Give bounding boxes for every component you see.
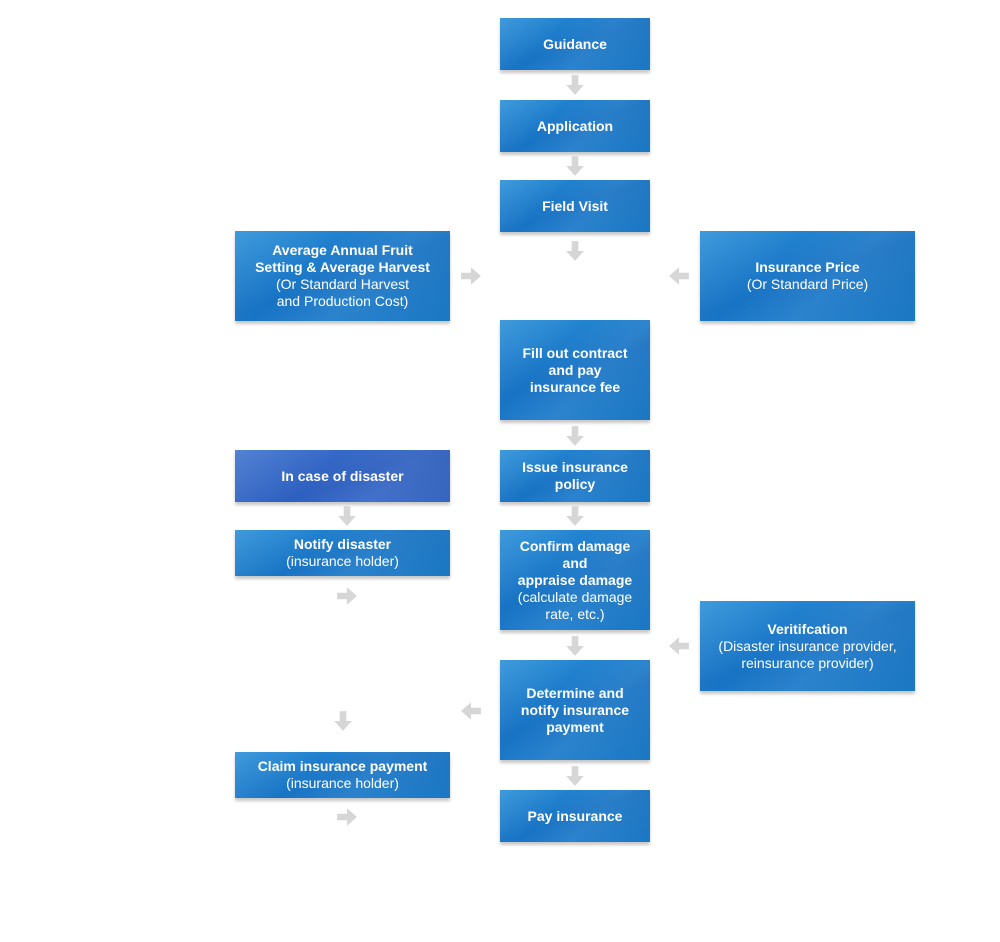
confirm-damage-line1: Confirm damage and: [519, 537, 631, 571]
step-confirm-damage: Confirm damage and appraise damage (calc…: [500, 530, 650, 630]
step-notify-disaster: Notify disaster (insurance holder): [235, 530, 450, 576]
pay-insurance-title: Pay insurance: [527, 807, 623, 824]
avg-fruit-title-line1: Average Annual Fruit: [272, 242, 413, 258]
step-fill-contract: Fill out contract and pay insurance fee: [500, 320, 650, 420]
arrow-down-icon: [564, 765, 586, 787]
arrow-right-icon: [336, 806, 358, 828]
avg-fruit-sub-line1: (Or Standard Harvest: [275, 276, 410, 292]
step-pay-insurance: Pay insurance: [500, 790, 650, 842]
step-field-visit-title: Field Visit: [542, 197, 608, 214]
step-average-annual-fruit: Average Annual Fruit Setting & Average H…: [235, 231, 450, 321]
arrow-down-icon: [564, 74, 586, 96]
determine-notify-line2: notify insurance: [520, 701, 630, 718]
fill-contract-line2: and pay: [548, 361, 602, 378]
arrow-down-icon: [564, 240, 586, 262]
arrow-down-icon: [564, 635, 586, 657]
insurance-price-sub: (Or Standard Price): [746, 276, 869, 292]
step-guidance: Guidance: [500, 18, 650, 70]
step-application: Application: [500, 100, 650, 152]
step-insurance-price: Insurance Price (Or Standard Price): [700, 231, 915, 321]
issue-policy-line1: Issue insurance: [522, 459, 628, 475]
step-field-visit: Field Visit: [500, 180, 650, 232]
determine-notify-line1: Determine and: [526, 684, 624, 701]
step-in-case-of-disaster: In case of disaster: [235, 450, 450, 502]
notify-disaster-sub: (insurance holder): [286, 553, 399, 569]
confirm-damage-line2: appraise damage: [517, 571, 633, 588]
issue-policy-line2: policy: [554, 476, 596, 492]
avg-fruit-sub-line2: and Production Cost): [276, 293, 409, 309]
arrow-down-icon: [332, 710, 354, 732]
step-guidance-title: Guidance: [543, 35, 607, 52]
fill-contract-line1: Fill out contract: [522, 344, 628, 361]
in-case-disaster-title: In case of disaster: [281, 467, 404, 484]
verification-sub-line1: (Disaster insurance provider,: [718, 637, 897, 654]
arrow-down-icon: [564, 155, 586, 177]
fill-contract-line3: insurance fee: [529, 378, 621, 395]
confirm-damage-sub-line2: rate, etc.): [545, 605, 605, 622]
insurance-price-title: Insurance Price: [755, 259, 860, 275]
arrow-left-icon: [460, 700, 482, 722]
arrow-left-icon: [668, 265, 690, 287]
arrow-down-icon: [336, 505, 358, 527]
step-issue-policy: Issue insurance policy: [500, 450, 650, 502]
step-verification: Veritifcation (Disaster insurance provid…: [700, 601, 915, 691]
step-determine-notify-payment: Determine and notify insurance payment: [500, 660, 650, 760]
arrow-left-icon: [668, 635, 690, 657]
verification-title: Veritifcation: [767, 620, 848, 637]
verification-sub-line2: reinsurance provider): [741, 654, 874, 671]
claim-payment-title: Claim insurance payment: [257, 758, 428, 774]
arrow-right-icon: [460, 265, 482, 287]
notify-disaster-title: Notify disaster: [293, 536, 392, 552]
arrow-right-icon: [336, 585, 358, 607]
confirm-damage-sub-line1: (calculate damage: [517, 588, 633, 605]
step-application-title: Application: [536, 117, 614, 134]
arrow-down-icon: [564, 425, 586, 447]
avg-fruit-title-line2: Setting & Average Harvest: [255, 259, 430, 275]
claim-payment-sub: (insurance holder): [286, 775, 399, 791]
arrow-down-icon: [564, 505, 586, 527]
step-claim-insurance-payment: Claim insurance payment (insurance holde…: [235, 752, 450, 798]
determine-notify-line3: payment: [546, 718, 604, 735]
